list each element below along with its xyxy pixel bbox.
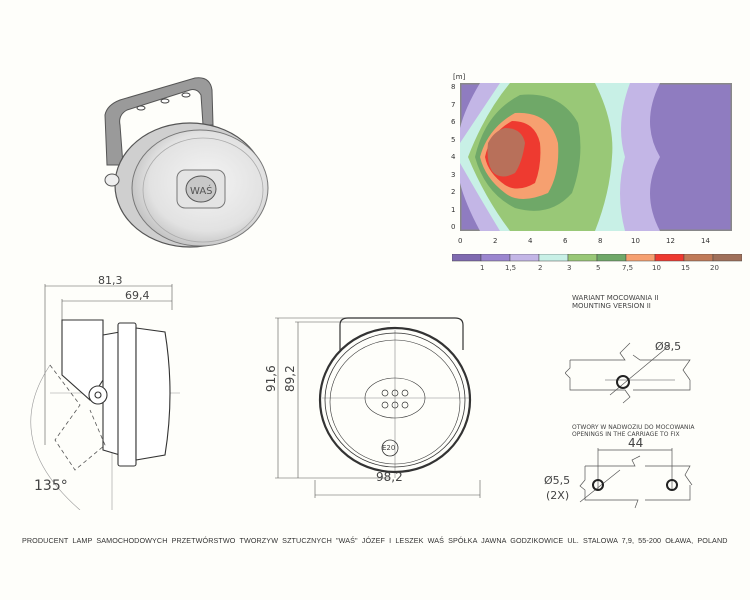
svg-text:WAŚ: WAŚ (190, 184, 213, 197)
dim-side-total: 81,3 (98, 274, 123, 287)
side-view-drawing (30, 284, 180, 510)
e-mark: E20 (382, 444, 396, 452)
dim-front-height-inner: 89,2 (283, 365, 297, 392)
isolux-plot (460, 83, 732, 231)
openings-drawing (579, 448, 693, 509)
openings-hole-count: (2X) (546, 489, 570, 502)
mounting-title: WARIANT MOCOWANIA II MOUNTING VERSION II (572, 294, 659, 310)
manufacturer-footer: PRODUCENT LAMP SAMOCHODOWYCH PRZETWÓRSTW… (22, 536, 728, 545)
dim-angle: 135° (34, 478, 68, 494)
legend-color-bar (452, 254, 742, 262)
mounting-hole-drawing (565, 342, 691, 404)
openings-title: OTWORY W NADWOZIU DO MOCOWANIA OPENINGS … (572, 424, 695, 438)
y-axis-unit: [m] (453, 73, 466, 81)
dim-front-height-outer: 91,6 (264, 365, 278, 392)
dim-front-width: 98,2 (376, 470, 403, 484)
front-view-drawing (275, 317, 481, 498)
lamp-product-render: WAŚ (104, 77, 269, 248)
chart-legend: 1 1,5 2 3 5 7,5 10 15 20 (452, 254, 742, 276)
openings-hole-dia: Ø5,5 (544, 474, 571, 487)
isolux-chart: [m] 0 2 4 6 8 10 12 14 8 7 6 5 4 3 2 1 0 (445, 73, 740, 275)
openings-spacing: 44 (628, 436, 644, 450)
mounting-hole-dia: Ø8,5 (655, 340, 682, 353)
dim-side-body: 69,4 (125, 289, 150, 302)
